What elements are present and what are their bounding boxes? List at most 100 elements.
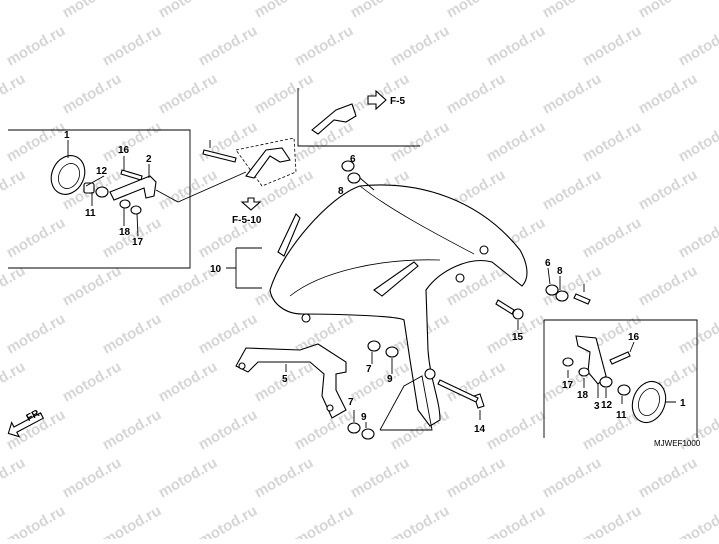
watermark-text: motod.ru	[580, 502, 645, 539]
grommet-part-9-low	[362, 429, 374, 439]
nut-part-12-right	[600, 377, 612, 387]
washer-part-11	[96, 187, 108, 197]
watermark-text: motod.ru	[636, 166, 701, 213]
collar-part-18	[120, 200, 130, 208]
watermark-text: motod.ru	[4, 118, 69, 165]
callout-16-left: 16	[118, 145, 130, 156]
callout-10: 10	[210, 264, 222, 275]
bolt-right	[574, 294, 590, 304]
watermark-text: motod.ru	[100, 406, 165, 453]
callout-1-right: 1	[680, 398, 686, 409]
fender-hole-2	[456, 274, 464, 282]
watermark-text: motod.ru	[580, 118, 645, 165]
watermark-text: motod.ru	[636, 70, 701, 117]
callout-2: 2	[146, 154, 152, 165]
callout-9-mid: 9	[387, 374, 393, 385]
watermark-text: motod.ru	[484, 118, 549, 165]
nut-part-7-low	[348, 423, 360, 433]
watermark-text: motod.ru	[540, 0, 605, 21]
watermark-text: motod.ru	[0, 262, 28, 309]
watermark-text: motod.ru	[580, 214, 645, 261]
watermark-text: motod.ru	[292, 502, 357, 539]
callout-9-low: 9	[361, 412, 367, 423]
collar-part-8-right	[556, 291, 568, 301]
watermark-text: motod.ru	[156, 0, 221, 21]
callout-1-left: 1	[64, 130, 70, 141]
diagram-code: MJWEF1000	[654, 439, 701, 448]
watermark-text: motod.ru	[676, 214, 719, 261]
watermark-text: motod.ru	[4, 22, 69, 69]
fender-hole-1	[480, 246, 488, 254]
watermark-text: motod.ru	[156, 454, 221, 501]
watermark-text: motod.ru	[0, 0, 28, 21]
leader-10	[226, 248, 262, 288]
watermark-text: motod.ru	[252, 0, 317, 21]
callout-11-right: 11	[616, 410, 627, 421]
watermark-text: motod.ru	[348, 358, 413, 405]
watermark-text: motod.ru	[540, 454, 605, 501]
watermark-text: motod.ru	[676, 22, 719, 69]
watermark-text: motod.ru	[540, 166, 605, 213]
callout-12-left: 12	[96, 166, 108, 177]
watermark-text: motod.ru	[348, 0, 413, 21]
watermark-text: motod.ru	[60, 70, 125, 117]
watermark-text: motod.ru	[100, 118, 165, 165]
callout-8-top: 8	[338, 186, 344, 197]
watermark-text: motod.ru	[196, 502, 261, 539]
watermark-text: motod.ru	[4, 310, 69, 357]
watermark-text: motod.ru	[60, 454, 125, 501]
ref-f5: F-5	[390, 96, 405, 107]
callout-16-right: 16	[628, 332, 640, 343]
callout-3: 3	[594, 401, 600, 412]
center-bracket	[246, 148, 290, 178]
watermark-text: motod.ru	[100, 22, 165, 69]
callout-14: 14	[474, 424, 486, 435]
watermark-text: motod.ru	[348, 454, 413, 501]
callout-8-right: 8	[557, 266, 563, 277]
callout-7-mid: 7	[366, 364, 372, 375]
watermark-text: motod.ru	[292, 406, 357, 453]
grommet-part-17	[131, 206, 141, 214]
watermark-text: motod.ru	[388, 118, 453, 165]
bolt-part-15-head	[513, 309, 523, 319]
watermark-text: motod.ru	[0, 358, 28, 405]
watermark-text: motod.ru	[60, 0, 125, 21]
watermark-text: motod.ru	[0, 454, 28, 501]
callout-7-low: 7	[348, 397, 354, 408]
watermark-text: motod.ru	[156, 358, 221, 405]
watermark-text: motod.ru	[156, 166, 221, 213]
callout-18-left: 18	[119, 227, 131, 238]
bracket-hole-a	[239, 363, 245, 369]
watermark-text: motod.ru	[292, 22, 357, 69]
grommet-part-9-mid	[386, 347, 398, 357]
watermark-text: motod.ru	[0, 166, 28, 213]
watermark-text: motod.ru	[196, 22, 261, 69]
callout-11-left: 11	[85, 208, 96, 219]
watermark-text: motod.ru	[676, 118, 719, 165]
watermark-text: motod.ru	[444, 0, 509, 21]
callout-5: 5	[282, 374, 288, 385]
watermark-text: motod.ru	[636, 0, 701, 21]
watermark-text: motod.ru	[100, 502, 165, 539]
watermark-text: motod.ru	[196, 406, 261, 453]
callout-15: 15	[512, 332, 524, 343]
collar-part-8-top	[348, 173, 360, 183]
watermark-text: motod.ru	[636, 454, 701, 501]
callout-17-left: 17	[132, 237, 144, 248]
fender-hole-4	[302, 314, 310, 322]
front-fender-part-10	[270, 185, 527, 426]
callout-12-right: 12	[601, 400, 613, 411]
watermark-text: motod.ru	[60, 262, 125, 309]
watermark-text: motod.ru	[484, 406, 549, 453]
watermark-text: motod.ru	[388, 502, 453, 539]
bolt-part-16-right	[610, 352, 630, 364]
watermark-text: motod.ru	[4, 502, 69, 539]
ref-f510: F-5-10	[232, 215, 262, 226]
callout-17-right: 17	[562, 380, 574, 391]
watermark-text: motod.ru	[4, 214, 69, 261]
bolt-part-15	[496, 300, 514, 314]
bracket-hole-b	[327, 405, 333, 411]
watermark-text: motod.ru	[0, 70, 28, 117]
grommet-part-17-right	[563, 358, 573, 366]
